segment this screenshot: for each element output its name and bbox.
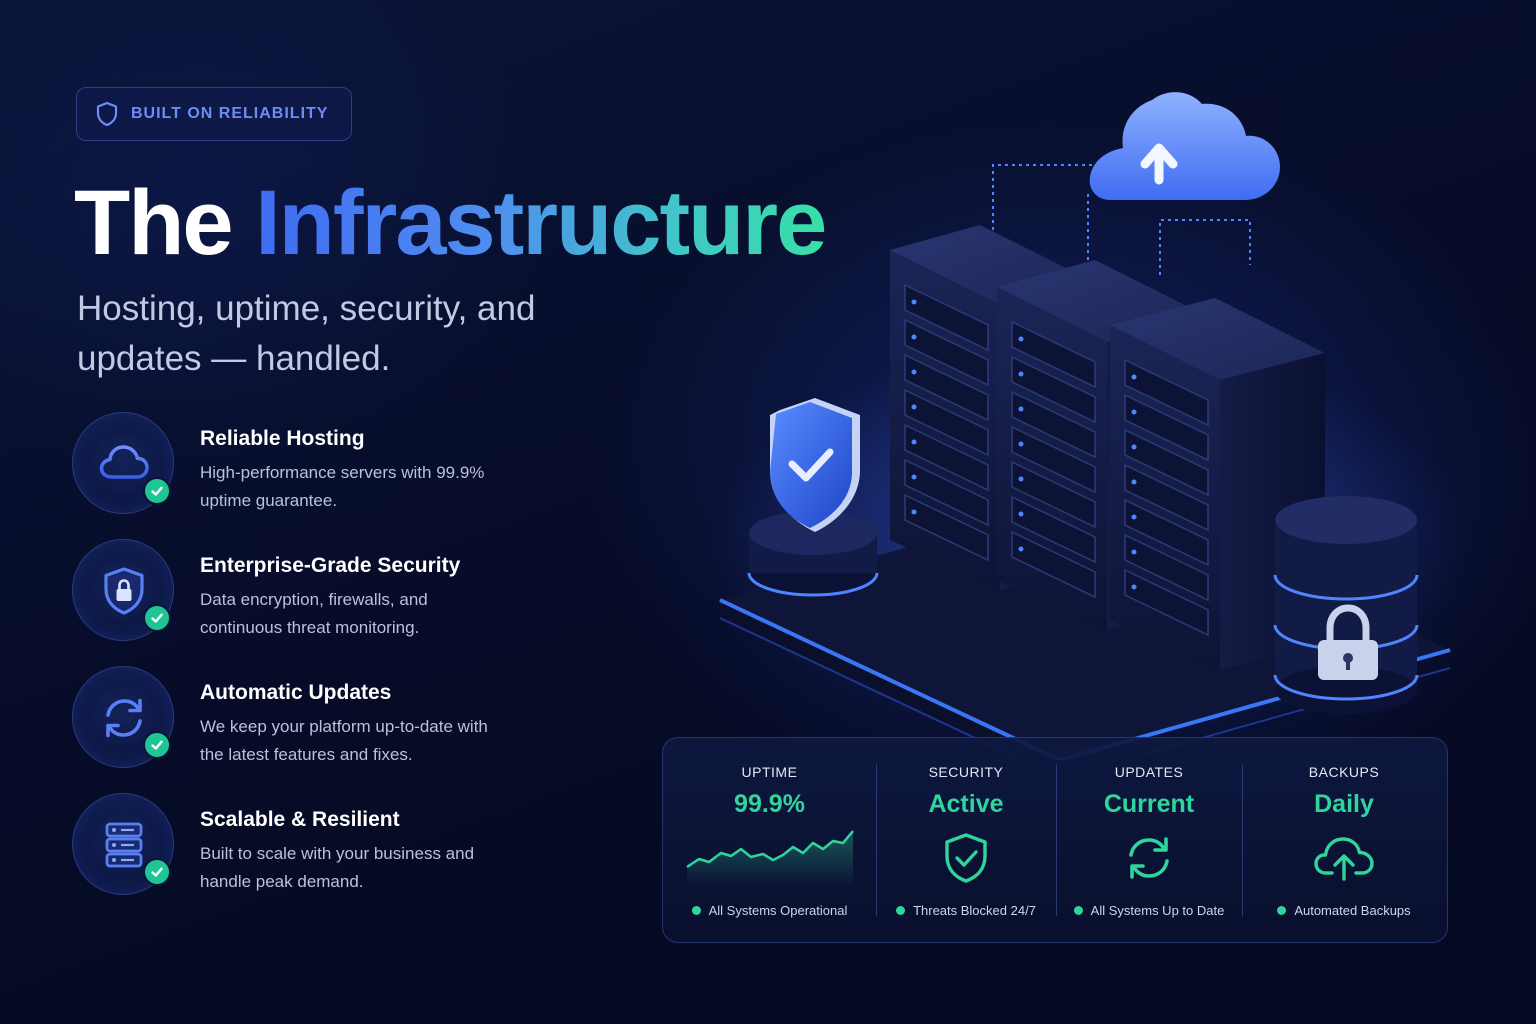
- feature-title: Reliable Hosting: [200, 427, 365, 450]
- feature-reliable-hosting: Reliable Hosting High-performance server…: [72, 412, 512, 539]
- feature-title: Automatic Updates: [200, 681, 392, 704]
- cloud-upload-icon: [1314, 837, 1374, 881]
- stat-updates: UPDATES Current All Systems Up to Date: [1056, 738, 1242, 942]
- shield-pedestal: [747, 398, 879, 597]
- connector-lines: [992, 164, 1251, 275]
- feature-icon-wrap: [72, 412, 174, 514]
- feature-title: Enterprise-Grade Security: [200, 554, 461, 577]
- title-highlight: Infrastructure: [255, 172, 827, 274]
- feature-security: Enterprise-Grade Security Data encryptio…: [72, 539, 512, 666]
- shield-lock-icon: [104, 567, 144, 615]
- status-dot: [1277, 906, 1287, 915]
- feature-icon-wrap: [72, 539, 174, 641]
- shield-check-icon: [945, 833, 987, 883]
- server-illustration: [710, 92, 1470, 760]
- page-subtitle: Hosting, uptime, security, and updates —…: [77, 289, 536, 378]
- feature-description: We keep your platform up-to-date with th…: [200, 717, 488, 764]
- server-stack-icon: [105, 822, 143, 868]
- stat-value: Current: [1103, 790, 1195, 818]
- feature-icon-wrap: [72, 793, 174, 895]
- stat-footer: Threats Blocked 24/7: [913, 903, 1036, 918]
- badge-label: BUILT ON RELIABILITY: [131, 105, 329, 122]
- feature-scalable: Scalable & Resilient Built to scale with…: [72, 793, 512, 920]
- feature-list: Reliable Hosting High-performance server…: [72, 412, 512, 920]
- check-icon: [143, 858, 171, 886]
- status-dot: [691, 906, 701, 915]
- title-plain: The: [74, 172, 234, 274]
- stat-footer: All Systems Operational: [708, 903, 848, 918]
- feature-automatic-updates: Automatic Updates We keep your platform …: [72, 666, 512, 793]
- feature-icon-wrap: [72, 666, 174, 768]
- cloud-upload-icon: [1089, 92, 1280, 200]
- refresh-icon: [1129, 837, 1169, 879]
- page-title: The Infrastructure: [74, 168, 827, 278]
- shield-icon: [96, 101, 118, 127]
- cloud-icon: [99, 445, 149, 479]
- feature-description: Built to scale with your business and ha…: [200, 844, 475, 891]
- check-icon: [143, 731, 171, 759]
- status-panel: UPTIME 99.9% All Systems Operational SEC…: [662, 737, 1448, 943]
- stat-security: SECURITY Active Threats Blocked 24/7: [876, 738, 1056, 942]
- stat-label: UPDATES: [1114, 764, 1184, 780]
- stat-value: Active: [928, 790, 1004, 818]
- reliability-badge: BUILT ON RELIABILITY: [76, 87, 352, 141]
- stat-label: SECURITY: [928, 764, 1004, 780]
- stat-footer: Automated Backups: [1294, 903, 1411, 918]
- status-dot: [896, 906, 906, 915]
- stat-label: UPTIME: [741, 764, 798, 780]
- feature-title: Scalable & Resilient: [200, 808, 400, 831]
- feature-description: High-performance servers with 99.9% upti…: [200, 463, 485, 510]
- stat-value: 99.9%: [734, 790, 805, 818]
- refresh-icon: [106, 698, 142, 738]
- check-icon: [143, 477, 171, 505]
- status-dot: [1073, 906, 1083, 915]
- uptime-sparkline: [685, 830, 854, 887]
- stat-backups: BACKUPS Daily Automated Backups: [1242, 738, 1446, 942]
- stat-footer: All Systems Up to Date: [1090, 903, 1225, 918]
- check-icon: [143, 604, 171, 632]
- stat-label: BACKUPS: [1308, 764, 1380, 780]
- database-lock-icon: [1273, 496, 1419, 714]
- stat-value: Daily: [1314, 790, 1374, 818]
- feature-description: Data encryption, firewalls, and continuo…: [200, 590, 428, 637]
- stat-uptime: UPTIME 99.9% All Systems Operational: [663, 738, 876, 942]
